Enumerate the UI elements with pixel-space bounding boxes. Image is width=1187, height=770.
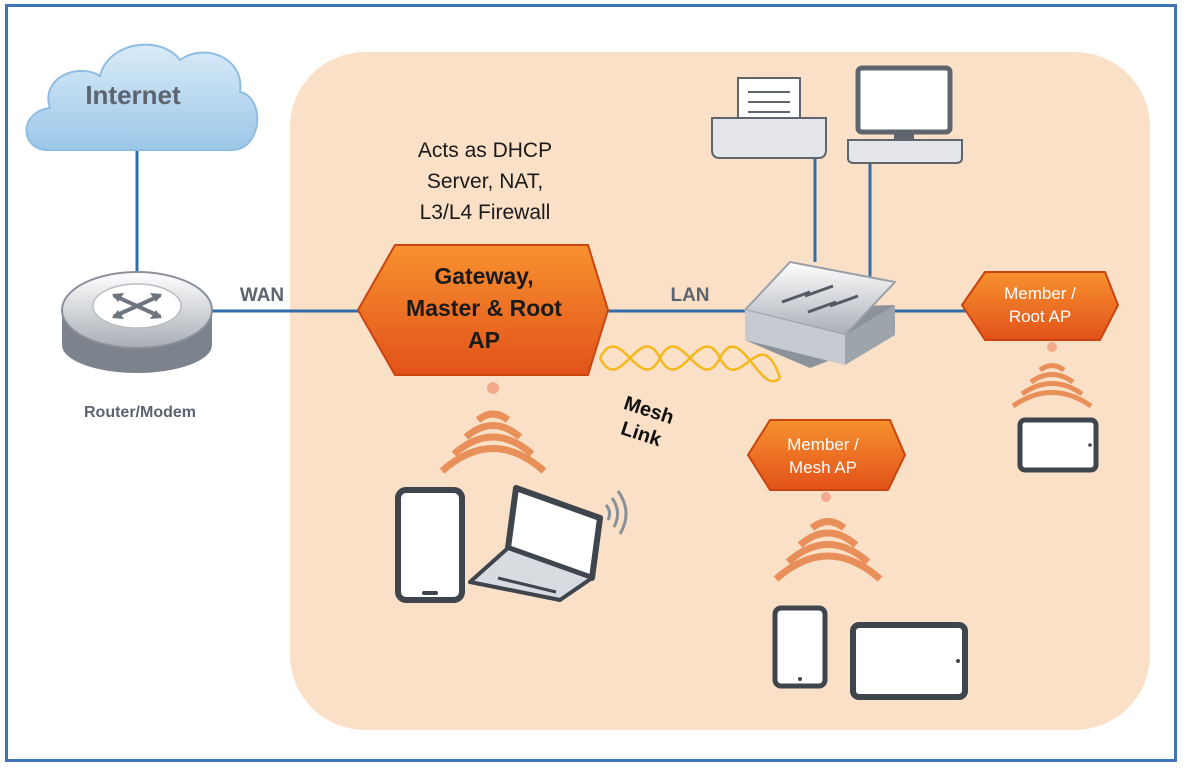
wifi-signal-icon: [604, 490, 628, 535]
gateway-ap: [357, 244, 609, 394]
tablet-icon: [772, 605, 828, 689]
printer-icon: [711, 77, 827, 159]
wired-links: [135, 138, 968, 313]
gateway-label-line2: Master & Root: [406, 295, 562, 321]
member-root-label-line1: Member /: [1004, 284, 1076, 303]
gateway-role-line2: Server, NAT,: [427, 170, 543, 193]
member-root-label-line2: Root AP: [1009, 307, 1071, 326]
internet-label: Internet: [85, 80, 181, 110]
member-mesh-label-line1: Member /: [787, 435, 859, 454]
laptop-icon: [468, 485, 603, 602]
cloud-icon: [25, 43, 259, 151]
router-label: Router/Modem: [84, 404, 196, 421]
gateway-label-line3: AP: [468, 327, 500, 353]
switch-icon: [744, 261, 896, 368]
desktop-icon: [847, 65, 963, 164]
wifi-signal-icon: [439, 410, 547, 474]
tablet-icon: [850, 622, 968, 700]
mesh-link-wave: [598, 345, 782, 383]
member-root-ap: [961, 271, 1119, 352]
tablet-icon: [1017, 417, 1099, 473]
phone-icon: [395, 487, 465, 603]
wan-label: WAN: [240, 285, 284, 306]
gateway-label-line1: Gateway,: [434, 263, 533, 289]
wifi-signal-icon: [1011, 363, 1093, 409]
member-mesh-label-line2: Mesh AP: [789, 458, 857, 477]
wifi-signal-icon: [773, 518, 883, 582]
router-icon: [61, 271, 213, 373]
gateway-role-line1: Acts as DHCP: [418, 139, 552, 162]
lan-label: LAN: [670, 285, 709, 306]
member-mesh-ap: [747, 419, 906, 502]
gateway-role-line3: L3/L4 Firewall: [420, 201, 551, 224]
